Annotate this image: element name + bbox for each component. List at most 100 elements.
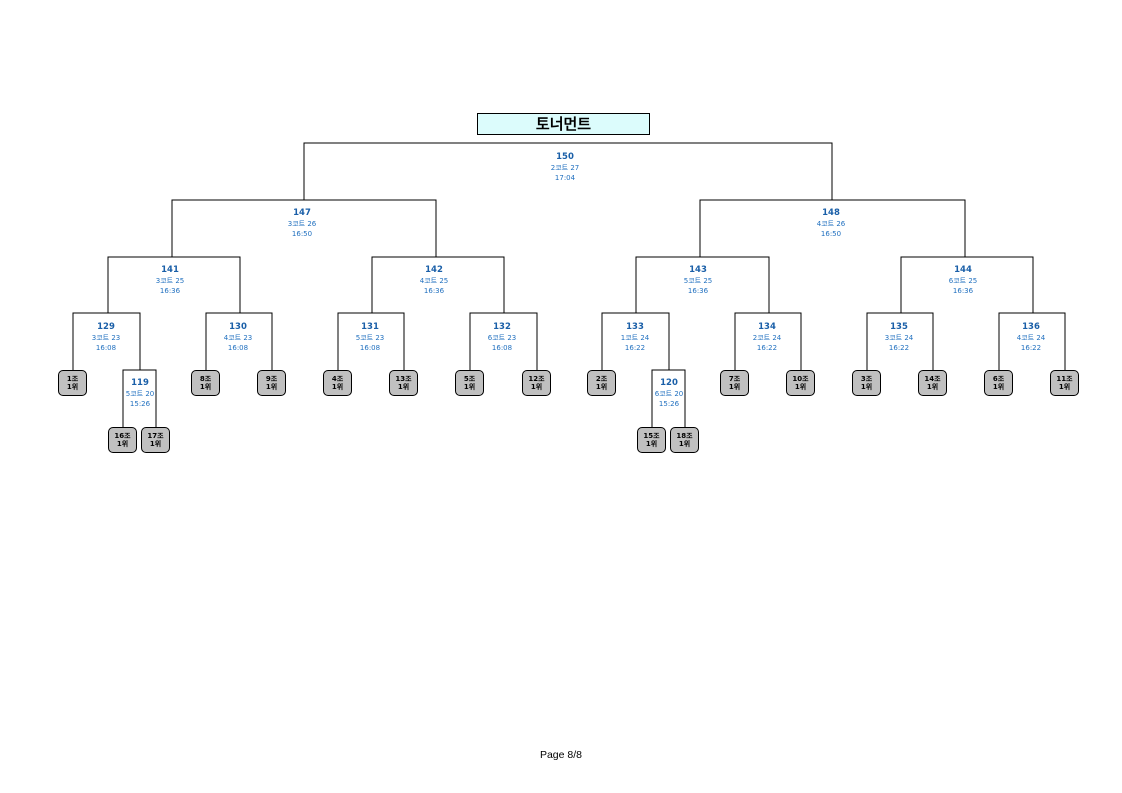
match-129: 129 3코트 23 16:08 bbox=[61, 322, 151, 354]
match-time: 16:36 bbox=[423, 287, 445, 295]
match-court: 5코트 20 bbox=[125, 389, 155, 398]
team-rank: 1위 bbox=[678, 440, 691, 448]
team-rank: 1위 bbox=[728, 383, 741, 391]
team-rank: 1위 bbox=[331, 383, 344, 391]
team-rank: 1위 bbox=[149, 440, 162, 448]
team-rank: 1위 bbox=[66, 383, 79, 391]
match-133: 133 1코트 24 16:22 bbox=[590, 322, 680, 354]
team-rank: 1위 bbox=[463, 383, 476, 391]
team-group: 5조 bbox=[463, 375, 476, 383]
match-time: 16:08 bbox=[227, 344, 249, 352]
match-court: 4코트 24 bbox=[1016, 333, 1046, 342]
match-time: 16:22 bbox=[624, 344, 646, 352]
team-group: 11조 bbox=[1056, 375, 1073, 383]
team-rank: 1위 bbox=[199, 383, 212, 391]
match-number: 150 bbox=[556, 152, 574, 162]
team-group: 2조 bbox=[595, 375, 608, 383]
team-group: 14조 bbox=[924, 375, 941, 383]
match-136: 136 4코트 24 16:22 bbox=[986, 322, 1076, 354]
match-number: 129 bbox=[97, 322, 115, 332]
team-rank: 1위 bbox=[265, 383, 278, 391]
match-time: 17:04 bbox=[554, 174, 576, 182]
match-court: 3코트 25 bbox=[155, 276, 185, 285]
match-court: 5코트 25 bbox=[683, 276, 713, 285]
match-court: 3코트 23 bbox=[91, 333, 121, 342]
team-rank: 1위 bbox=[397, 383, 410, 391]
match-court: 6코트 23 bbox=[487, 333, 517, 342]
match-time: 16:36 bbox=[952, 287, 974, 295]
match-time: 16:50 bbox=[291, 230, 313, 238]
match-number: 130 bbox=[229, 322, 247, 332]
match-number: 135 bbox=[890, 322, 908, 332]
match-150: 150 2코트 27 17:04 bbox=[520, 152, 610, 184]
match-131: 131 5코트 23 16:08 bbox=[325, 322, 415, 354]
team-rank: 1위 bbox=[794, 383, 807, 391]
match-court: 4코트 23 bbox=[223, 333, 253, 342]
team-group: 9조 bbox=[265, 375, 278, 383]
team-group: 3조 bbox=[860, 375, 873, 383]
match-court: 2코트 27 bbox=[550, 163, 580, 172]
match-number: 147 bbox=[293, 208, 311, 218]
team-group: 16조 bbox=[114, 432, 131, 440]
match-142: 142 4코트 25 16:36 bbox=[389, 265, 479, 297]
match-number: 141 bbox=[161, 265, 179, 275]
match-120: 120 6코트 20 15:26 bbox=[624, 378, 714, 410]
match-135: 135 3코트 24 16:22 bbox=[854, 322, 944, 354]
team-group: 10조 bbox=[792, 375, 809, 383]
match-number: 143 bbox=[689, 265, 707, 275]
match-court: 3코트 26 bbox=[287, 219, 317, 228]
team-group: 7조 bbox=[728, 375, 741, 383]
team-rank: 1위 bbox=[116, 440, 129, 448]
match-time: 16:36 bbox=[159, 287, 181, 295]
team-group: 1조 bbox=[66, 375, 79, 383]
match-number: 148 bbox=[822, 208, 840, 218]
team-rank: 1위 bbox=[992, 383, 1005, 391]
match-144: 144 6코트 25 16:36 bbox=[918, 265, 1008, 297]
match-number: 144 bbox=[954, 265, 972, 275]
match-number: 132 bbox=[493, 322, 511, 332]
match-court: 5코트 23 bbox=[355, 333, 385, 342]
tournament-title: 토너먼트 bbox=[477, 113, 650, 135]
team-group: 6조 bbox=[992, 375, 1005, 383]
match-court: 4코트 26 bbox=[816, 219, 846, 228]
match-court: 6코트 20 bbox=[654, 389, 684, 398]
match-148: 148 4코트 26 16:50 bbox=[786, 208, 876, 240]
match-number: 142 bbox=[425, 265, 443, 275]
match-time: 16:50 bbox=[820, 230, 842, 238]
match-134: 134 2코트 24 16:22 bbox=[722, 322, 812, 354]
match-court: 4코트 25 bbox=[419, 276, 449, 285]
team-rank: 1위 bbox=[595, 383, 608, 391]
match-119: 119 5코트 20 15:26 bbox=[95, 378, 185, 410]
match-number: 120 bbox=[660, 378, 678, 388]
match-time: 16:08 bbox=[359, 344, 381, 352]
match-time: 16:22 bbox=[888, 344, 910, 352]
match-time: 16:22 bbox=[756, 344, 778, 352]
match-141: 141 3코트 25 16:36 bbox=[125, 265, 215, 297]
match-147: 147 3코트 26 16:50 bbox=[257, 208, 347, 240]
match-time: 16:22 bbox=[1020, 344, 1042, 352]
team-group: 8조 bbox=[199, 375, 212, 383]
match-court: 6코트 25 bbox=[948, 276, 978, 285]
match-number: 133 bbox=[626, 322, 644, 332]
match-time: 16:08 bbox=[95, 344, 117, 352]
page-number: Page 8/8 bbox=[539, 749, 583, 761]
team-group: 18조 bbox=[676, 432, 693, 440]
match-time: 15:26 bbox=[129, 400, 151, 408]
